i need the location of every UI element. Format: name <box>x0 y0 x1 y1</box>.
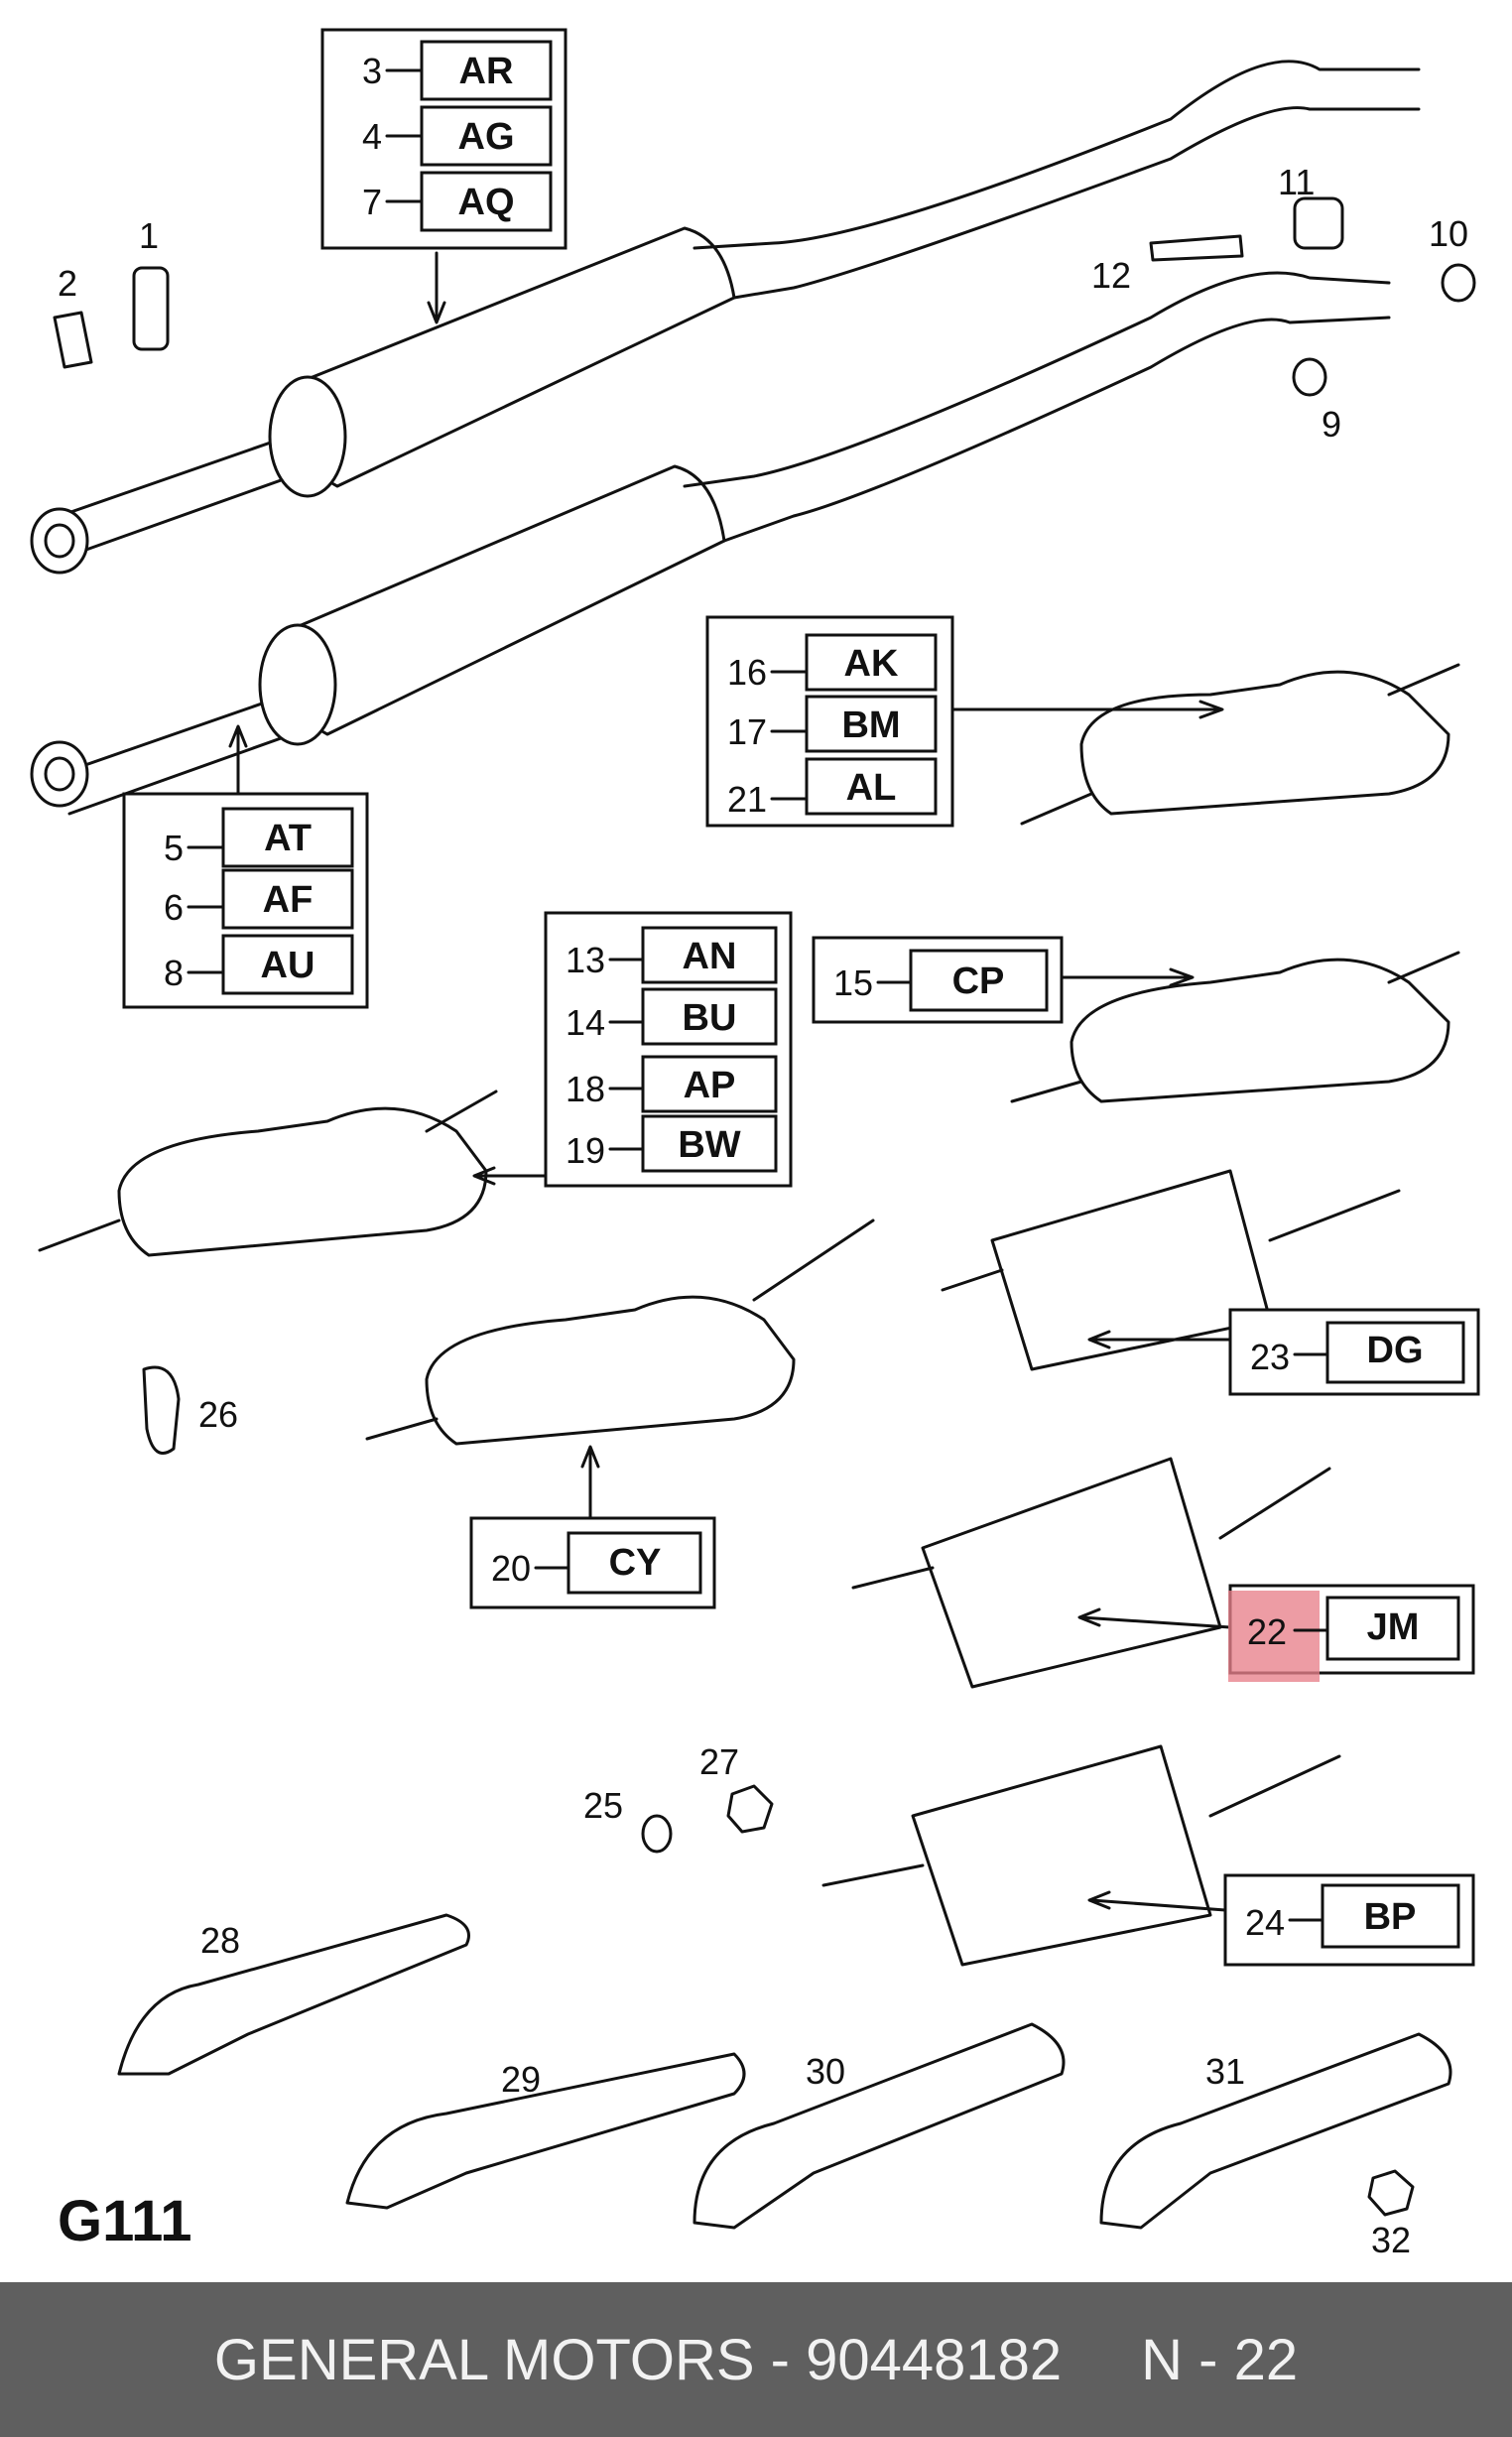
part-number: 30 <box>806 2051 845 2092</box>
code-BM: BM <box>841 705 900 746</box>
ref-20: 20 <box>491 1548 531 1589</box>
ref-8: 8 <box>164 953 184 993</box>
part-number-labels: 1 2 9 10 11 12 25 26 27 28 29 30 31 32 <box>58 162 1468 2260</box>
part-number: 11 <box>1278 162 1315 202</box>
part-number: 1 <box>139 215 159 256</box>
rubber-mount-1 <box>132 266 170 351</box>
part-number: 9 <box>1322 404 1341 445</box>
code-AQ: AQ <box>458 182 515 223</box>
code-AK: AK <box>844 643 899 685</box>
bolt-12 <box>1149 234 1244 262</box>
callout-group-22: 22 JM <box>1228 1584 1475 1682</box>
hanger-parts <box>53 196 1476 2217</box>
part-number: 32 <box>1371 2220 1411 2260</box>
callout-group-16-17-21: 16 17 21 AK BM AL <box>705 615 954 828</box>
nut-32 <box>1367 2169 1415 2217</box>
part-number: 12 <box>1091 255 1131 296</box>
heat-shields <box>117 1913 1452 2230</box>
ref-7: 7 <box>362 182 382 222</box>
callout-group-13-14-18-19: 13 14 18 19 AN BU AP BW <box>544 911 793 1188</box>
leader-arrows <box>228 251 1232 1912</box>
silencer-24 <box>911 1744 1212 1967</box>
part-number: 31 <box>1205 2051 1245 2092</box>
code-AU: AU <box>261 945 315 986</box>
silencer-16-17-21 <box>1079 670 1450 816</box>
washer-9 <box>1292 357 1327 397</box>
part-number: 25 <box>583 1785 623 1826</box>
bracket-2 <box>53 311 93 369</box>
silencer-13-14-18-19 <box>117 1106 488 1257</box>
exhaust-system-diagram: 3 4 7 AR AG AQ 5 6 8 AT AF AU 16 17 21 A… <box>30 28 1480 2260</box>
rear-silencers <box>38 663 1460 1967</box>
code-BW: BW <box>678 1124 740 1166</box>
code-AF: AF <box>263 879 314 921</box>
silencer-20 <box>425 1295 796 1446</box>
ref-14: 14 <box>566 1002 605 1043</box>
callout-group-3-4-7: 3 4 7 AR AG AQ <box>320 28 567 250</box>
clamp-10 <box>1441 263 1476 303</box>
code-CY: CY <box>609 1542 662 1584</box>
part-number: 26 <box>198 1394 238 1435</box>
ref-16: 16 <box>727 652 767 693</box>
clamp-26 <box>142 1365 181 1455</box>
ref-15: 15 <box>833 962 873 1003</box>
ref-22: 22 <box>1247 1611 1287 1652</box>
footer-code: N - 22 <box>1141 2327 1299 2392</box>
ref-5: 5 <box>164 828 184 868</box>
code-BU: BU <box>683 997 737 1039</box>
callout-group-15: 15 CP <box>812 936 1064 1024</box>
footer-brand: GENERAL MOTORS - 90448182 <box>213 2327 1063 2392</box>
heat-shield-31 <box>1099 2032 1452 2230</box>
part-number: 10 <box>1429 213 1468 254</box>
footer-bar: GENERAL MOTORS - 90448182 N - 22 <box>0 2282 1512 2437</box>
part-number: 29 <box>501 2059 541 2100</box>
code-AR: AR <box>459 51 514 92</box>
heat-shield-30 <box>693 2022 1066 2230</box>
callout-group-20: 20 CY <box>469 1516 716 1609</box>
callout-group-5-6-8: 5 6 8 AT AF AU <box>122 792 369 1009</box>
code-AT: AT <box>264 818 312 859</box>
ref-6: 6 <box>164 887 184 928</box>
ref-4: 4 <box>362 116 382 157</box>
highlight-marker <box>1228 1591 1320 1682</box>
ref-18: 18 <box>566 1069 605 1109</box>
nut-27 <box>726 1784 774 1834</box>
heat-shield-28 <box>117 1913 470 2076</box>
ref-21: 21 <box>727 779 767 820</box>
ref-13: 13 <box>566 940 605 980</box>
part-number: 2 <box>58 263 77 304</box>
part-number: 27 <box>699 1741 739 1782</box>
rubber-ring-11 <box>1293 196 1344 250</box>
code-AG: AG <box>458 116 515 158</box>
ref-19: 19 <box>566 1130 605 1171</box>
part-number: 28 <box>200 1920 240 1961</box>
ref-3: 3 <box>362 51 382 91</box>
callout-group-23: 23 DG <box>1228 1308 1480 1396</box>
callout-group-24: 24 BP <box>1223 1873 1475 1967</box>
figure-code: G111 <box>58 2189 191 2253</box>
exhaust-pipe-upper <box>30 60 1421 575</box>
code-AN: AN <box>683 936 737 977</box>
silencer-15 <box>1070 958 1450 1103</box>
ref-23: 23 <box>1250 1337 1290 1377</box>
washer-25 <box>641 1814 673 1854</box>
silencer-22 <box>921 1457 1222 1689</box>
ref-24: 24 <box>1245 1902 1285 1943</box>
exhaust-pipe-lower <box>30 271 1391 816</box>
code-BP: BP <box>1364 1896 1417 1938</box>
heat-shield-29 <box>345 2052 746 2210</box>
ref-17: 17 <box>727 711 767 752</box>
code-JM: JM <box>1367 1606 1420 1648</box>
code-DG: DG <box>1367 1330 1424 1371</box>
code-AP: AP <box>684 1065 736 1106</box>
code-AL: AL <box>846 767 897 809</box>
code-CP: CP <box>952 961 1005 1002</box>
